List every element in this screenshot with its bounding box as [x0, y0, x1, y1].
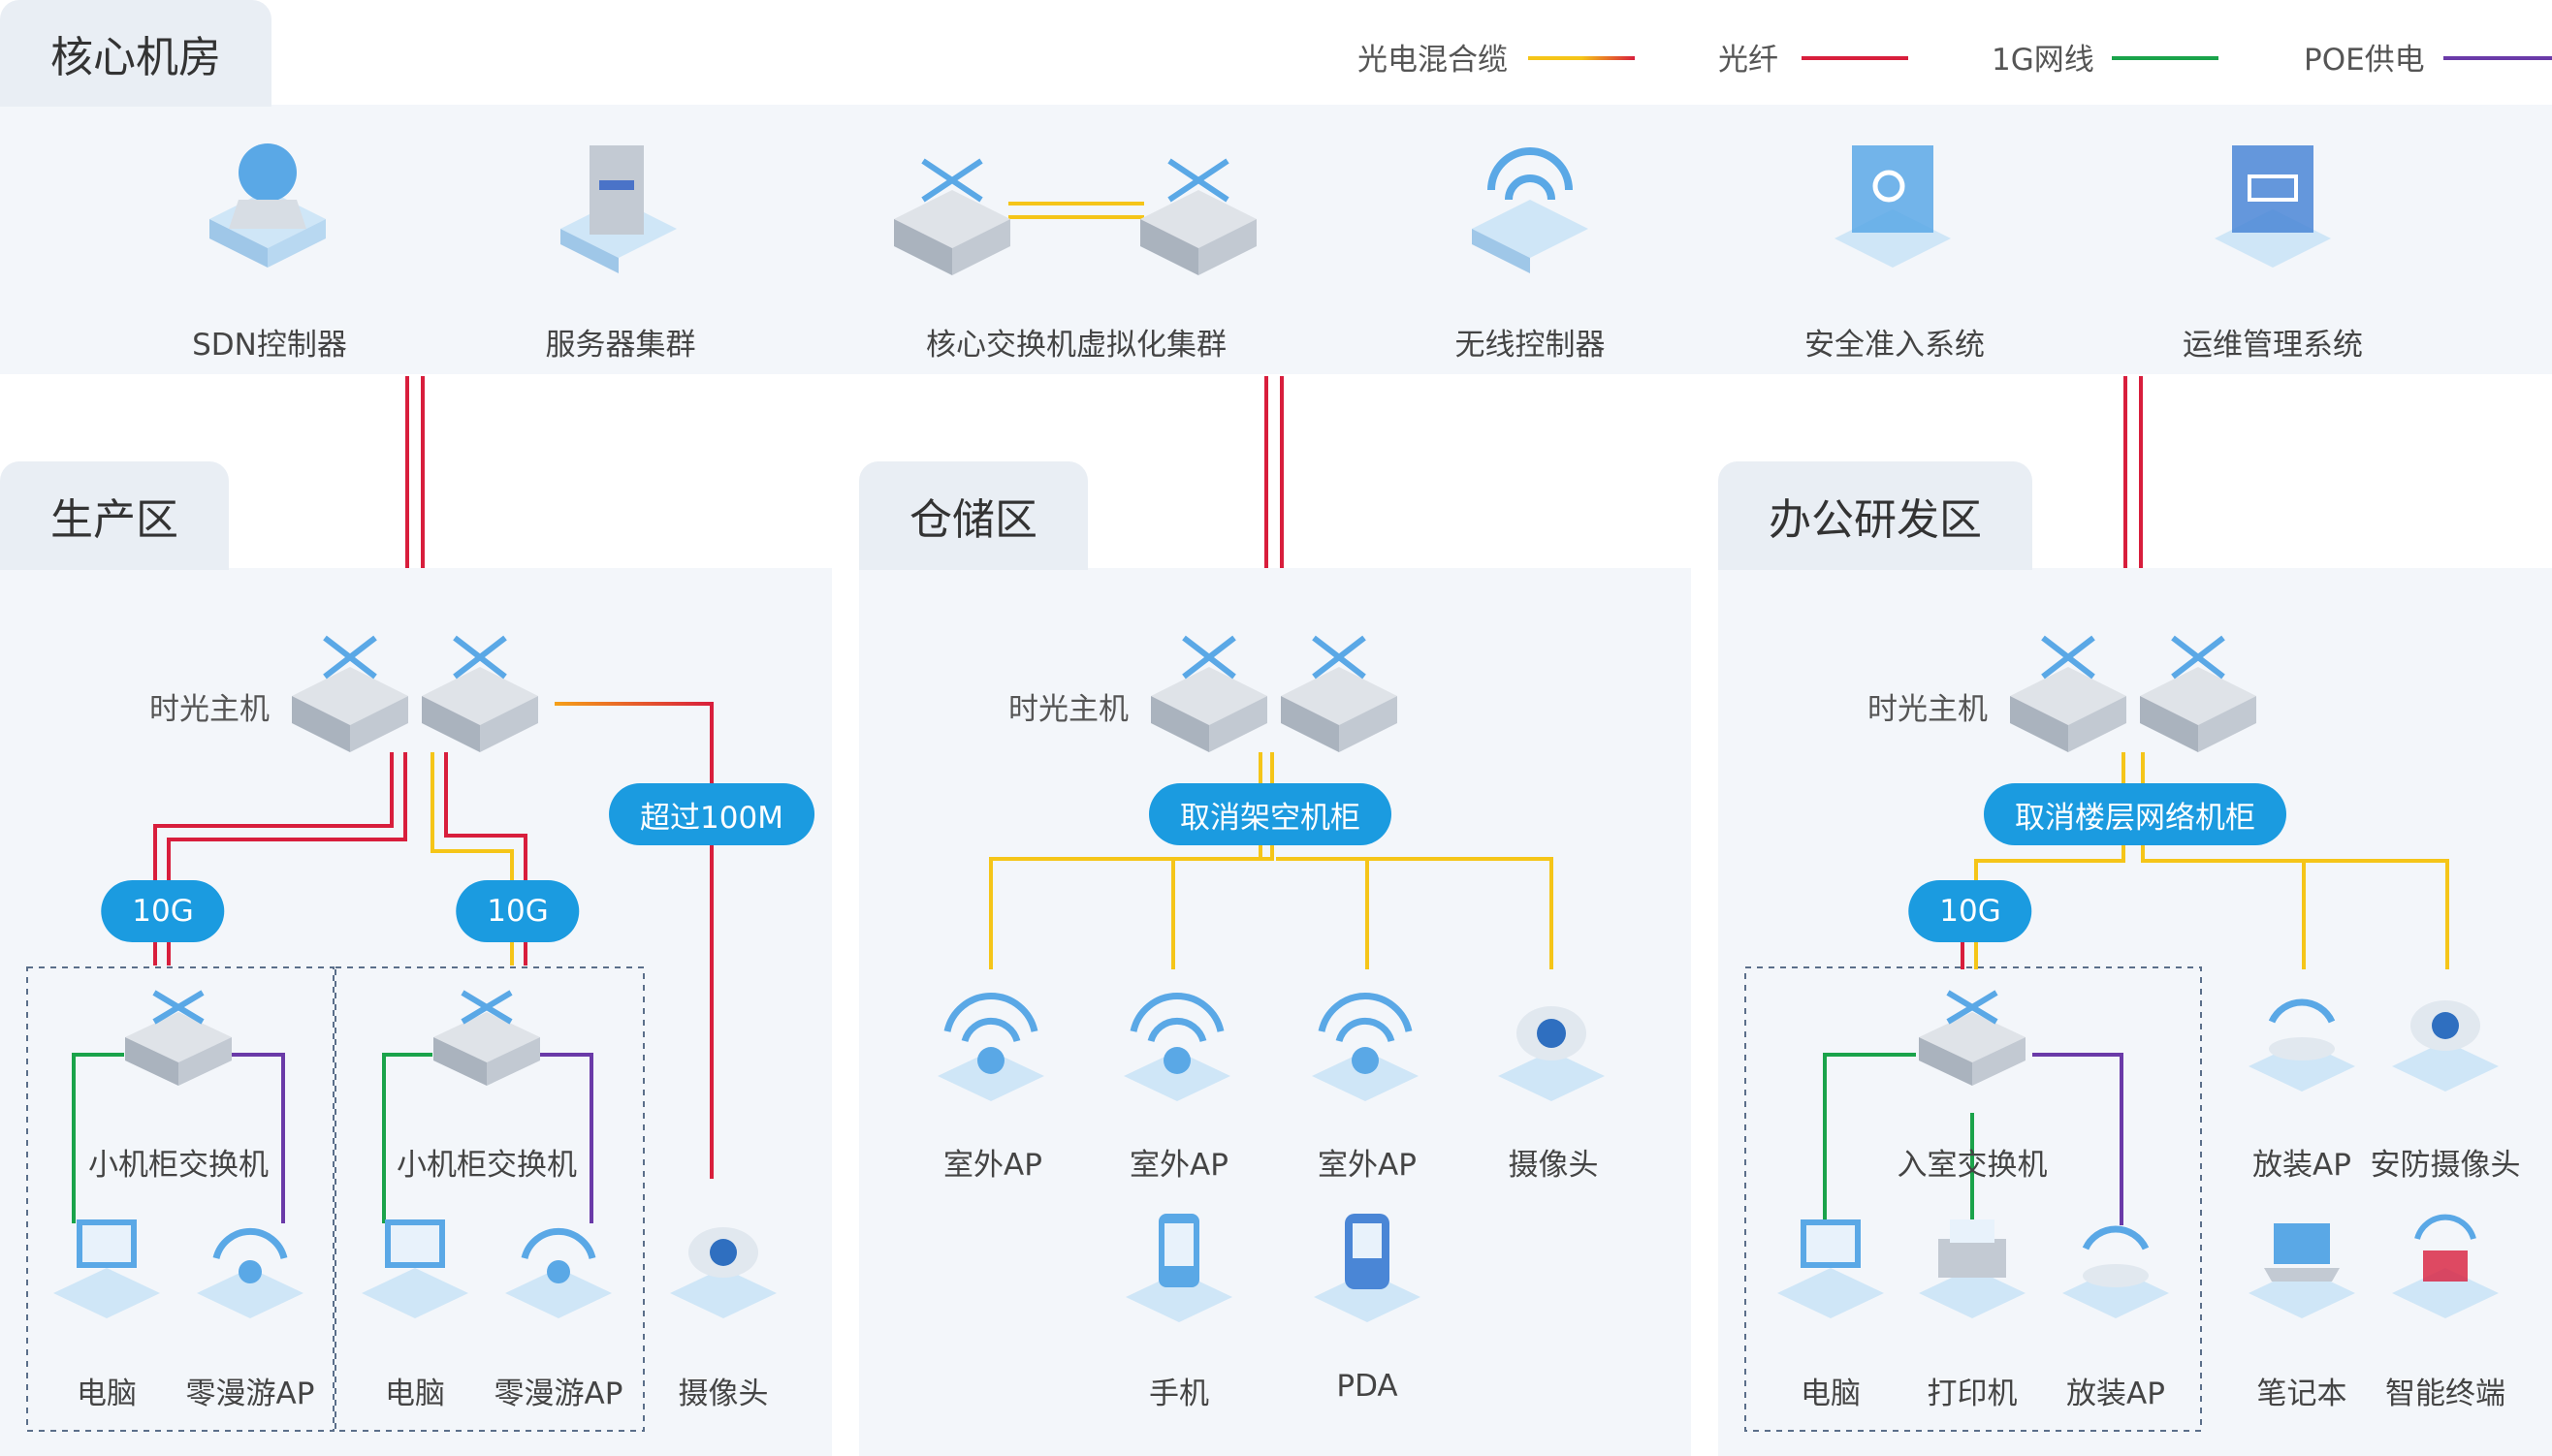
core-label-1: 服务器集群: [545, 328, 696, 363]
legend-hybrid-label: 光电混合缆: [1357, 43, 1508, 78]
office-poe-ap: [2032, 1053, 2123, 1225]
storage-host-icon[interactable]: [1145, 613, 1407, 762]
core-label-5: 运维管理系统: [2183, 328, 2363, 363]
outdoor-ap-icon-2[interactable]: [1114, 973, 1240, 1123]
fiber-uplink-office: [2123, 376, 2143, 568]
wireless-controller-icon[interactable]: [1462, 132, 1598, 281]
office-switch-label: 入室交换机: [1897, 1148, 2048, 1183]
core-panel: [0, 105, 2552, 374]
production-host-icon[interactable]: [286, 613, 548, 762]
production-poe-1: [231, 1053, 285, 1223]
office-right-row2-0: 笔记本: [2256, 1377, 2347, 1411]
core-label-3: 无线控制器: [1454, 328, 1606, 363]
smart-terminal-icon[interactable]: [2382, 1200, 2508, 1330]
storage-row1-1: 室外AP: [1130, 1148, 1228, 1183]
printer-icon[interactable]: [1909, 1200, 2035, 1330]
storage-tab[interactable]: 仓储区: [859, 461, 1088, 570]
core-label-4: 安全准入系统: [1804, 328, 1985, 363]
storage-host-label: 时光主机: [1008, 692, 1129, 727]
pc-icon-2[interactable]: [352, 1200, 478, 1330]
production-device-0: 电脑: [77, 1377, 137, 1411]
production-group-b: [335, 966, 645, 1432]
outdoor-ap-icon-3[interactable]: [1302, 973, 1428, 1123]
security-camera-icon[interactable]: [2382, 973, 2508, 1103]
production-group-a: [26, 966, 335, 1432]
office-right-row1-1: 安防摄像头: [2370, 1148, 2521, 1183]
office-group: [1744, 966, 2202, 1432]
production-lan-2: [382, 1053, 432, 1223]
camera-icon-2[interactable]: [1488, 973, 1614, 1123]
production-device-3: 零漫游AP: [494, 1377, 623, 1411]
storage-row1-2: 室外AP: [1318, 1148, 1417, 1183]
production-title: 生产区: [50, 495, 178, 545]
office-right-row2-1: 智能终端: [2385, 1377, 2505, 1411]
office-tab[interactable]: 办公研发区: [1718, 461, 2032, 570]
sdn-controller-icon[interactable]: [200, 132, 335, 281]
core-switch-link: [1008, 202, 1144, 219]
core-label-0: SDN控制器: [192, 328, 347, 363]
storage-badge: 取消架空机柜: [1149, 783, 1391, 845]
production-badge-10g-1: 10G: [101, 880, 225, 942]
legend-lan-line: [2112, 56, 2218, 60]
server-cluster-icon[interactable]: [551, 132, 686, 281]
storage-row1-3: 摄像头: [1508, 1148, 1599, 1183]
office-device-2: 放装AP: [2066, 1377, 2165, 1411]
office-badge-cabinet: 取消楼层网络机柜: [1984, 783, 2286, 845]
core-tab[interactable]: 核心机房: [0, 0, 271, 107]
production-lan-1: [72, 1053, 124, 1223]
in-room-switch-icon[interactable]: [1909, 973, 2035, 1093]
camera-icon[interactable]: [660, 1200, 786, 1330]
office-host-icon[interactable]: [2004, 613, 2266, 762]
phone-icon[interactable]: [1116, 1200, 1242, 1330]
laptop-icon[interactable]: [2239, 1200, 2365, 1330]
fiber-uplink-storage: [1264, 376, 1284, 568]
pc-icon-3[interactable]: [1768, 1200, 1894, 1330]
production-device-2: 电脑: [385, 1377, 445, 1411]
production-device-1: 零漫游AP: [185, 1377, 315, 1411]
office-lan-pc: [1823, 1053, 1916, 1225]
production-host-label: 时光主机: [149, 692, 270, 727]
production-tab[interactable]: 生产区: [0, 461, 229, 570]
storage-row2-0: 手机: [1149, 1377, 1209, 1411]
legend-poe-label: POE供电: [2304, 43, 2425, 78]
production-device-4: 摄像头: [678, 1377, 769, 1411]
office-device-1: 打印机: [1927, 1377, 2018, 1411]
office-title: 办公研发区: [1769, 495, 1982, 545]
legend-fiber-line: [1802, 56, 1908, 60]
legend-fiber-label: 光纤: [1718, 43, 1778, 78]
ceiling-ap-icon[interactable]: [2053, 1200, 2179, 1330]
outdoor-ap-icon[interactable]: [928, 973, 1054, 1123]
production-badge-100m: 超过100M: [609, 783, 814, 845]
production-poe-2: [539, 1053, 593, 1223]
storage-row2-1: PDA: [1336, 1369, 1398, 1404]
office-device-0: 电脑: [1801, 1377, 1861, 1411]
ops-management-icon[interactable]: [2205, 132, 2341, 281]
production-switch1-label: 小机柜交换机: [88, 1148, 269, 1183]
office-right-row1-0: 放装AP: [2252, 1148, 2351, 1183]
zero-roaming-ap-icon-2[interactable]: [495, 1200, 622, 1330]
storage-row1-0: 室外AP: [943, 1148, 1042, 1183]
small-cabinet-switch-icon[interactable]: [115, 973, 241, 1093]
office-badge-10g: 10G: [1908, 880, 2032, 942]
production-switch2-label: 小机柜交换机: [397, 1148, 577, 1183]
production-hybrid-camera: [555, 702, 714, 1179]
ceiling-ap-icon-2[interactable]: [2239, 973, 2365, 1103]
fiber-uplink-production: [405, 376, 425, 568]
zero-roaming-ap-icon[interactable]: [187, 1200, 313, 1330]
legend-poe-line: [2443, 56, 2552, 60]
core-switch-icon-2[interactable]: [1131, 132, 1266, 281]
pc-icon[interactable]: [44, 1200, 170, 1330]
core-title: 核心机房: [50, 33, 221, 82]
security-access-icon[interactable]: [1825, 132, 1961, 281]
core-switch-icon[interactable]: [884, 132, 1020, 281]
office-host-label: 时光主机: [1867, 692, 1988, 727]
production-badge-10g-2: 10G: [456, 880, 580, 942]
legend-lan-label: 1G网线: [1992, 43, 2094, 78]
pda-icon[interactable]: [1304, 1200, 1430, 1330]
storage-title: 仓储区: [909, 495, 1037, 545]
core-label-2: 核心交换机虚拟化集群: [926, 328, 1227, 363]
legend-hybrid-line: [1528, 56, 1635, 60]
small-cabinet-switch-icon-2[interactable]: [424, 973, 550, 1093]
